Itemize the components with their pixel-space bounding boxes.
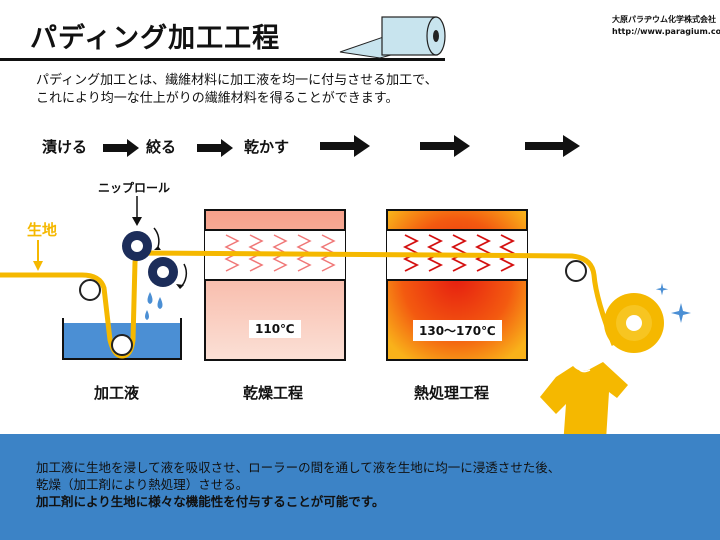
guide-roller-2 bbox=[111, 334, 133, 356]
drying-temperature: 110℃ bbox=[249, 320, 301, 338]
step-arrows bbox=[103, 135, 580, 157]
company-info: 大原パラヂウム化学株式会社 http://www.paragium.co.jp bbox=[612, 14, 720, 38]
fabric-roll-header-icon bbox=[339, 16, 446, 59]
footer-line-2: 乾燥（加工剤により熱処理）させる。 bbox=[36, 477, 249, 492]
nip-roll-label: ニップロール bbox=[98, 181, 171, 195]
drop-2 bbox=[157, 297, 163, 309]
arrow-2 bbox=[197, 139, 233, 157]
footer-text: 加工液に生地を浸して液を吸収させ、ローラーの間を通して液を生地に均一に浸透させた… bbox=[36, 459, 560, 510]
footer-line-3: 加工剤により生地に様々な機能性を付与することが可能です。 bbox=[36, 494, 385, 509]
tshirt-icon bbox=[540, 362, 628, 446]
footer-band bbox=[0, 434, 720, 540]
company-url: http://www.paragium.co.jp bbox=[612, 27, 720, 36]
guide-roller-3 bbox=[565, 260, 587, 282]
arrow-3 bbox=[320, 135, 370, 157]
title-underline bbox=[0, 58, 445, 61]
company-name: 大原パラヂウム化学株式会社 bbox=[612, 15, 716, 24]
page-title: パディング加工工程 bbox=[30, 23, 281, 54]
sparkle-icon-1 bbox=[671, 303, 691, 323]
step-dry: 乾かす bbox=[244, 138, 290, 156]
drop-3 bbox=[145, 310, 149, 320]
arrow-4 bbox=[420, 135, 470, 157]
nip-rolls bbox=[122, 196, 188, 289]
fabric-path bbox=[0, 250, 617, 359]
drop-1 bbox=[147, 292, 153, 304]
arrow-1 bbox=[103, 139, 139, 157]
heat-process-label: 熱処理工程 bbox=[414, 384, 490, 402]
heat-temperature: 130〜170℃ bbox=[413, 320, 502, 341]
intro-line-2: これにより均一な仕上がりの繊維材料を得ることができます。 bbox=[36, 91, 399, 106]
step-soak: 漬ける bbox=[42, 138, 88, 156]
sparkle-icon-2 bbox=[655, 283, 669, 296]
fabric-roll-icon bbox=[604, 293, 664, 353]
processing-liquid-label: 加工液 bbox=[94, 384, 140, 402]
drying-process-label: 乾燥工程 bbox=[243, 384, 304, 402]
step-squeeze: 絞る bbox=[146, 138, 177, 156]
intro-text: パディング加工とは、繊維材料に加工液を均一に付与させる加工で、 これにより均一な… bbox=[36, 72, 438, 108]
fabric-label: 生地 bbox=[27, 221, 58, 239]
footer-line-1: 加工液に生地を浸して液を吸収させ、ローラーの間を通して液を生地に均一に浸透させた… bbox=[36, 460, 561, 475]
guide-roller-1 bbox=[79, 279, 101, 301]
arrow-5 bbox=[525, 135, 580, 157]
intro-line-1: パディング加工とは、繊維材料に加工液を均一に付与させる加工で、 bbox=[36, 73, 438, 88]
